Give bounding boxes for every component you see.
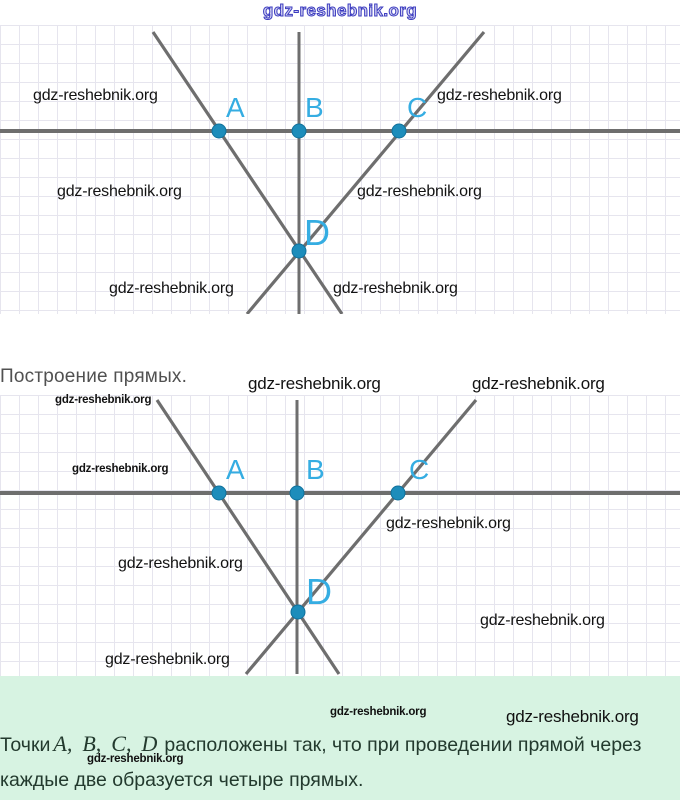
figure-caption: Построение прямых.: [0, 366, 188, 387]
answer-point-a: A,: [53, 731, 73, 756]
point-c-label: C: [407, 92, 427, 123]
point-d-label: D: [304, 212, 330, 253]
answer-point-b: B,: [82, 731, 102, 756]
watermark: gdz-reshebnik.org: [57, 183, 182, 200]
point-b-label: B: [305, 92, 324, 123]
figure1-canvas: A B C D: [0, 30, 680, 314]
point-c-dot: [390, 485, 406, 501]
point-b-label: B: [306, 454, 325, 485]
answer-panel: gdz-reshebnik.org gdz-reshebnik.org gdz-…: [0, 676, 680, 800]
watermark: gdz-reshebnik.org: [506, 707, 639, 726]
watermark: gdz-reshebnik.org: [33, 87, 158, 104]
answer-point-d: D: [141, 731, 158, 756]
line-ad: [151, 31, 344, 314]
answer-prefix: Точки: [0, 734, 51, 756]
figure-given-lines: A B C D gdz-reshebnik.org gdz-reshebnik.…: [0, 25, 680, 314]
figure2-canvas: A B C D: [0, 398, 680, 676]
point-b-dot: [289, 485, 305, 501]
watermark: gdz-reshebnik.org: [248, 374, 381, 393]
point-c-label: C: [409, 454, 429, 485]
watermark: gdz-reshebnik.org: [333, 280, 458, 297]
watermark: gdz-reshebnik.org: [118, 555, 243, 572]
point-b-dot: [291, 123, 307, 139]
watermark: gdz-reshebnik.org: [105, 651, 230, 668]
point-a-dot: [211, 485, 227, 501]
point-a-label: A: [226, 92, 245, 123]
answer-point-c: C,: [111, 731, 132, 756]
point-c-dot: [391, 123, 407, 139]
watermark: gdz-reshebnik.org: [55, 394, 152, 406]
watermark: gdz-reshebnik.org: [472, 374, 605, 393]
point-a-label: A: [226, 454, 245, 485]
point-d-label: D: [306, 571, 332, 612]
answer-line1-rest: расположены так, что при проведении прям…: [164, 734, 642, 756]
watermark: gdz-reshebnik.org: [109, 280, 234, 297]
point-d-dot: [291, 243, 307, 259]
line-cd: [245, 30, 486, 314]
line-ad: [155, 399, 341, 675]
watermark: gdz-reshebnik.org: [72, 463, 169, 475]
watermark: gdz-reshebnik.org: [386, 515, 511, 532]
line-cd: [244, 398, 478, 676]
point-d-dot: [290, 604, 306, 620]
point-a-dot: [211, 123, 227, 139]
answer-line-2: каждые две образуется четыре прямых.: [0, 769, 364, 791]
watermark: gdz-reshebnik.org: [87, 753, 184, 765]
watermark: gdz-reshebnik.org: [357, 183, 482, 200]
watermark: gdz-reshebnik.org: [437, 87, 562, 104]
figure-construction: A B C D gdz-reshebnik.org gdz-reshebnik.…: [0, 374, 680, 676]
watermark: gdz-reshebnik.org: [330, 706, 427, 718]
watermark: gdz-reshebnik.org: [480, 612, 605, 629]
header-watermark: gdz-reshebnik.org: [262, 1, 418, 21]
